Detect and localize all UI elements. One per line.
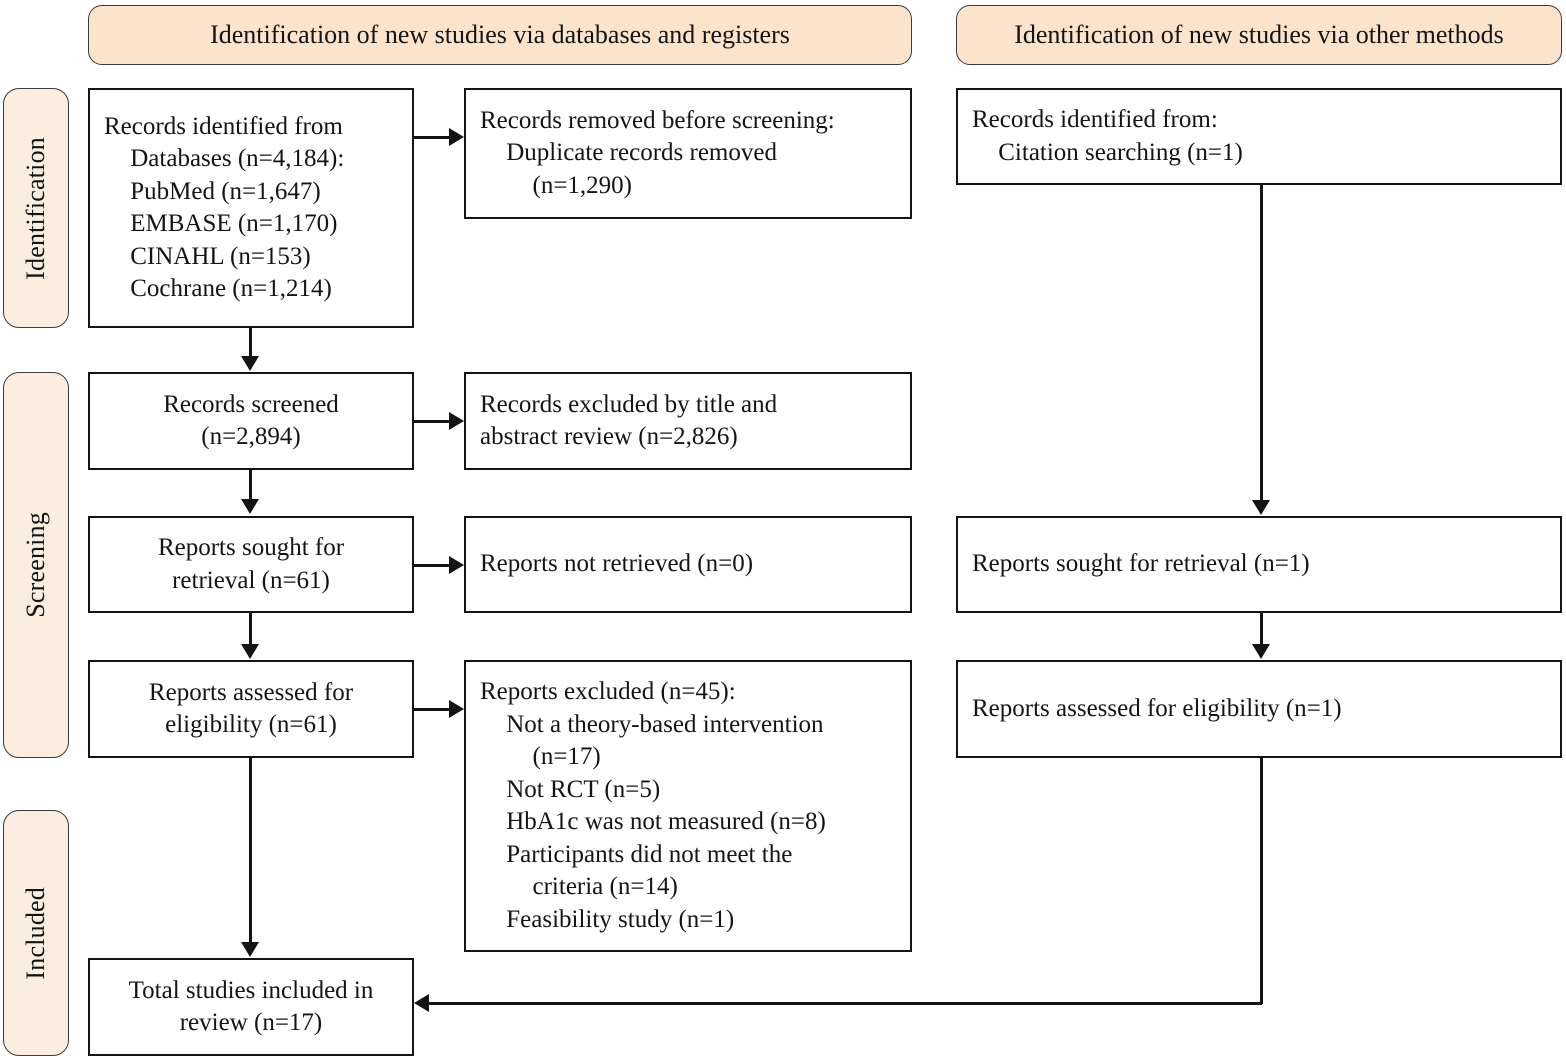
arrowhead-other-sought-to-assessed (1252, 644, 1270, 659)
records-identified-line-3: PubMed (n=1,647) (130, 177, 321, 205)
reports-excluded-line-5: HbA1c was not measured (n=8) (506, 808, 826, 835)
box-reports-assessed-other: Reports assessed for eligibility (n=1) (956, 660, 1562, 758)
records-removed-line-3: (n=1,290) (532, 171, 633, 199)
connector-identified-to-screened (249, 328, 252, 358)
connector-other-identified-to-sought (1260, 185, 1263, 502)
stage-label-identification-text: Identification (21, 136, 50, 280)
arrowhead-screened-to-sought (241, 499, 259, 514)
records-screened-line-1: Records screened (163, 390, 339, 418)
box-total-studies-included: Total studies included in review (n=17) (88, 958, 414, 1056)
records-identified-other-line-2: Citation searching (n=1) (998, 138, 1243, 166)
connector-assessed-to-excluded (414, 708, 450, 711)
reports-excluded-line-3: (n=17) (532, 743, 601, 770)
records-removed-line-1: Records removed before screening: (480, 106, 835, 134)
connector-screened-to-sought (249, 470, 252, 500)
box-records-identified: Records identified from Databases (n=4,1… (88, 88, 414, 328)
box-records-identified-other: Records identified from: Citation search… (956, 88, 1562, 185)
reports-sought-line-1: Reports sought for (157, 534, 345, 561)
stage-label-included: Included (3, 810, 69, 1056)
box-records-removed: Records removed before screening: Duplic… (464, 88, 912, 219)
reports-excluded-line-6: Participants did not meet the (506, 840, 793, 868)
reports-assessed-line-2: eligibility (n=61) (165, 711, 337, 738)
box-reports-sought: Reports sought for retrieval (n=61) (88, 516, 414, 613)
records-screened-line-2: (n=2,894) (201, 423, 301, 450)
records-identified-line-6: Cochrane (n=1,214) (130, 275, 332, 302)
records-excluded-line-1: Records excluded by title and (480, 390, 778, 418)
reports-excluded-line-7: criteria (n=14) (532, 873, 678, 900)
total-studies-line-1: Total studies included in (128, 976, 374, 1004)
arrowhead-assessed-to-total (241, 942, 259, 957)
stage-label-included-text: Included (21, 886, 50, 980)
box-records-screened: Records screened (n=2,894) (88, 372, 414, 470)
records-excluded-line-2: abstract review (n=2,826) (480, 423, 738, 450)
connector-sought-to-not-retrieved (414, 564, 450, 567)
records-removed-line-2: Duplicate records removed (506, 139, 777, 167)
reports-assessed-other-line-1: Reports assessed for eligibility (n=1) (972, 694, 1342, 722)
box-reports-sought-other: Reports sought for retrieval (n=1) (956, 516, 1562, 613)
arrowhead-identified-to-removed (449, 128, 464, 146)
connector-other-assessed-down (1260, 758, 1263, 1004)
arrowhead-other-assessed-to-total (414, 994, 429, 1012)
box-reports-excluded: Reports excluded (n=45): Not a theory-ba… (464, 660, 912, 952)
box-reports-assessed: Reports assessed for eligibility (n=61) (88, 660, 414, 758)
records-identified-other-line-1: Records identified from: (972, 106, 1218, 133)
total-studies-line-2: review (n=17) (179, 1009, 323, 1036)
arrowhead-other-identified-to-sought (1252, 500, 1270, 515)
reports-sought-other-line-1: Reports sought for retrieval (n=1) (972, 550, 1310, 578)
records-identified-line-4: EMBASE (n=1,170) (130, 210, 338, 237)
header-left-label: Identification of new studies via databa… (210, 20, 790, 50)
connector-other-assessed-to-total (429, 1002, 1262, 1005)
reports-assessed-line-1: Reports assessed for (148, 678, 354, 706)
records-identified-line-5: CINAHL (n=153) (130, 242, 311, 270)
records-identified-line-2: Databases (n=4,184): (130, 145, 345, 172)
connector-identified-to-removed (414, 136, 450, 139)
arrowhead-sought-to-assessed (241, 644, 259, 659)
arrowhead-sought-to-not-retrieved (449, 556, 464, 574)
reports-not-retrieved-line-1: Reports not retrieved (n=0) (480, 550, 754, 578)
box-reports-not-retrieved: Reports not retrieved (n=0) (464, 516, 912, 613)
connector-other-sought-to-assessed (1260, 613, 1263, 645)
header-right-other-methods: Identification of new studies via other … (956, 5, 1562, 65)
reports-sought-line-2: retrieval (n=61) (172, 566, 330, 594)
connector-assessed-to-total (249, 758, 252, 943)
arrowhead-assessed-to-excluded (449, 700, 464, 718)
stage-label-identification: Identification (3, 88, 69, 328)
header-left-databases-registers: Identification of new studies via databa… (88, 5, 912, 65)
reports-excluded-line-8: Feasibility study (n=1) (506, 905, 735, 933)
box-records-excluded: Records excluded by title and abstract r… (464, 372, 912, 470)
arrowhead-identified-to-screened (241, 356, 259, 371)
reports-excluded-line-1: Reports excluded (n=45): (480, 678, 736, 705)
records-identified-line-1: Records identified from (104, 112, 343, 140)
reports-excluded-line-2: Not a theory-based intervention (506, 710, 824, 738)
stage-label-screening: Screening (3, 372, 69, 758)
connector-screened-to-excluded (414, 420, 450, 423)
arrowhead-screened-to-excluded (449, 412, 464, 430)
stage-label-screening-text: Screening (21, 512, 50, 618)
connector-sought-to-assessed (249, 613, 252, 645)
header-right-label: Identification of new studies via other … (1014, 20, 1504, 50)
reports-excluded-line-4: Not RCT (n=5) (506, 775, 661, 803)
